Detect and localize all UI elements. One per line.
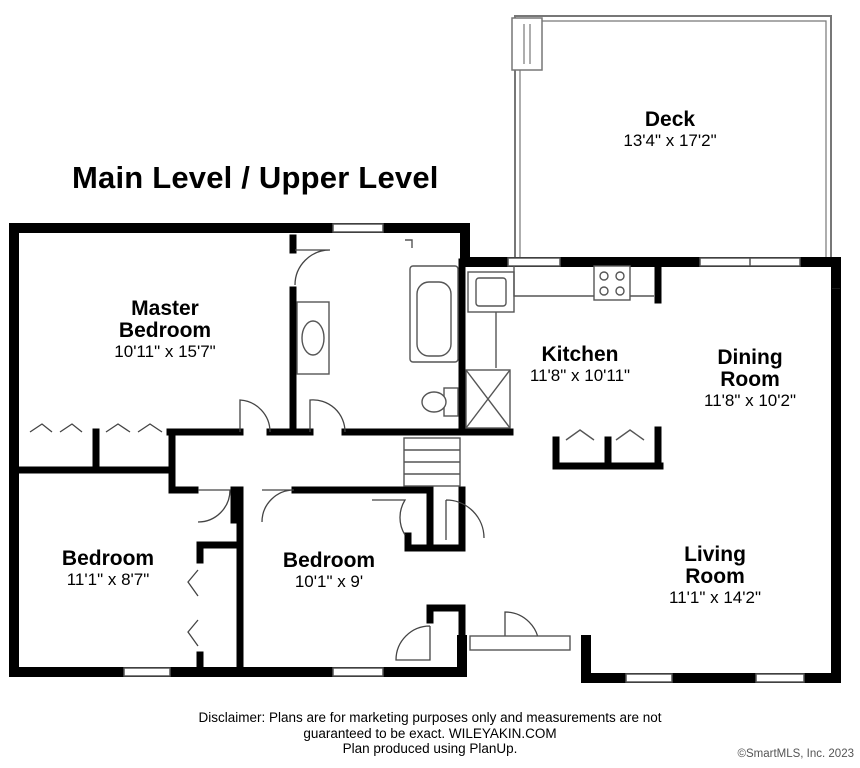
- room-name: Bedroom: [61, 547, 155, 570]
- disclaimer-line: guaranteed to be exact. WILEYAKIN.COM: [303, 725, 557, 741]
- room-name: Kitchen: [541, 343, 619, 366]
- copyright-notice: ©SmartMLS, Inc. 2023: [737, 748, 855, 760]
- room-dimensions: 11'8" x 10'11": [529, 366, 631, 386]
- room-name: Bedroom: [118, 319, 212, 343]
- room-dimensions: 11'1" x 8'7": [66, 570, 150, 590]
- room-dimensions: 13'4" x 17'2": [623, 131, 717, 151]
- room-dimensions: 10'11" x 15'7": [114, 342, 216, 362]
- room-dimensions: 11'8" x 10'2": [704, 391, 796, 411]
- room-dimensions: 10'1" x 9': [294, 572, 364, 592]
- room-name: Deck: [644, 108, 696, 131]
- room-living: Living Room 11'1" x 14'2": [640, 543, 790, 608]
- room-kitchen: Kitchen 11'8" x 10'11": [505, 343, 655, 386]
- disclaimer: Disclaimer: Plans are for marketing purp…: [150, 710, 710, 757]
- windows: [123, 223, 840, 683]
- room-name: Room: [685, 565, 745, 589]
- room-bedroom-2: Bedroom 10'1" x 9': [259, 549, 399, 592]
- room-name: Dining: [717, 346, 783, 369]
- interior-walls: [14, 234, 664, 672]
- room-name: Bedroom: [282, 549, 376, 572]
- disclaimer-line: Disclaimer: Plans are for marketing purp…: [198, 710, 662, 725]
- stove: [593, 265, 631, 301]
- room-name: Room: [720, 368, 780, 392]
- room-dining: Dining Room 11'8" x 10'2": [675, 346, 825, 411]
- room-master-bedroom: Master Bedroom 10'11" x 15'7": [80, 297, 250, 362]
- plan-title: Main Level / Upper Level: [72, 160, 439, 195]
- room-bedroom-1: Bedroom 11'1" x 8'7": [38, 547, 178, 590]
- front-stoop: [469, 635, 571, 651]
- fixtures: [296, 239, 654, 651]
- room-name: Living: [684, 543, 746, 566]
- room-deck: Deck 13'4" x 17'2": [595, 108, 745, 151]
- deck-stair-block: [511, 17, 543, 71]
- disclaimer-line: Plan produced using PlanUp.: [342, 741, 518, 757]
- room-dimensions: 11'1" x 14'2": [669, 588, 761, 608]
- room-name: Master: [131, 297, 199, 320]
- deck-outline: [511, 15, 832, 258]
